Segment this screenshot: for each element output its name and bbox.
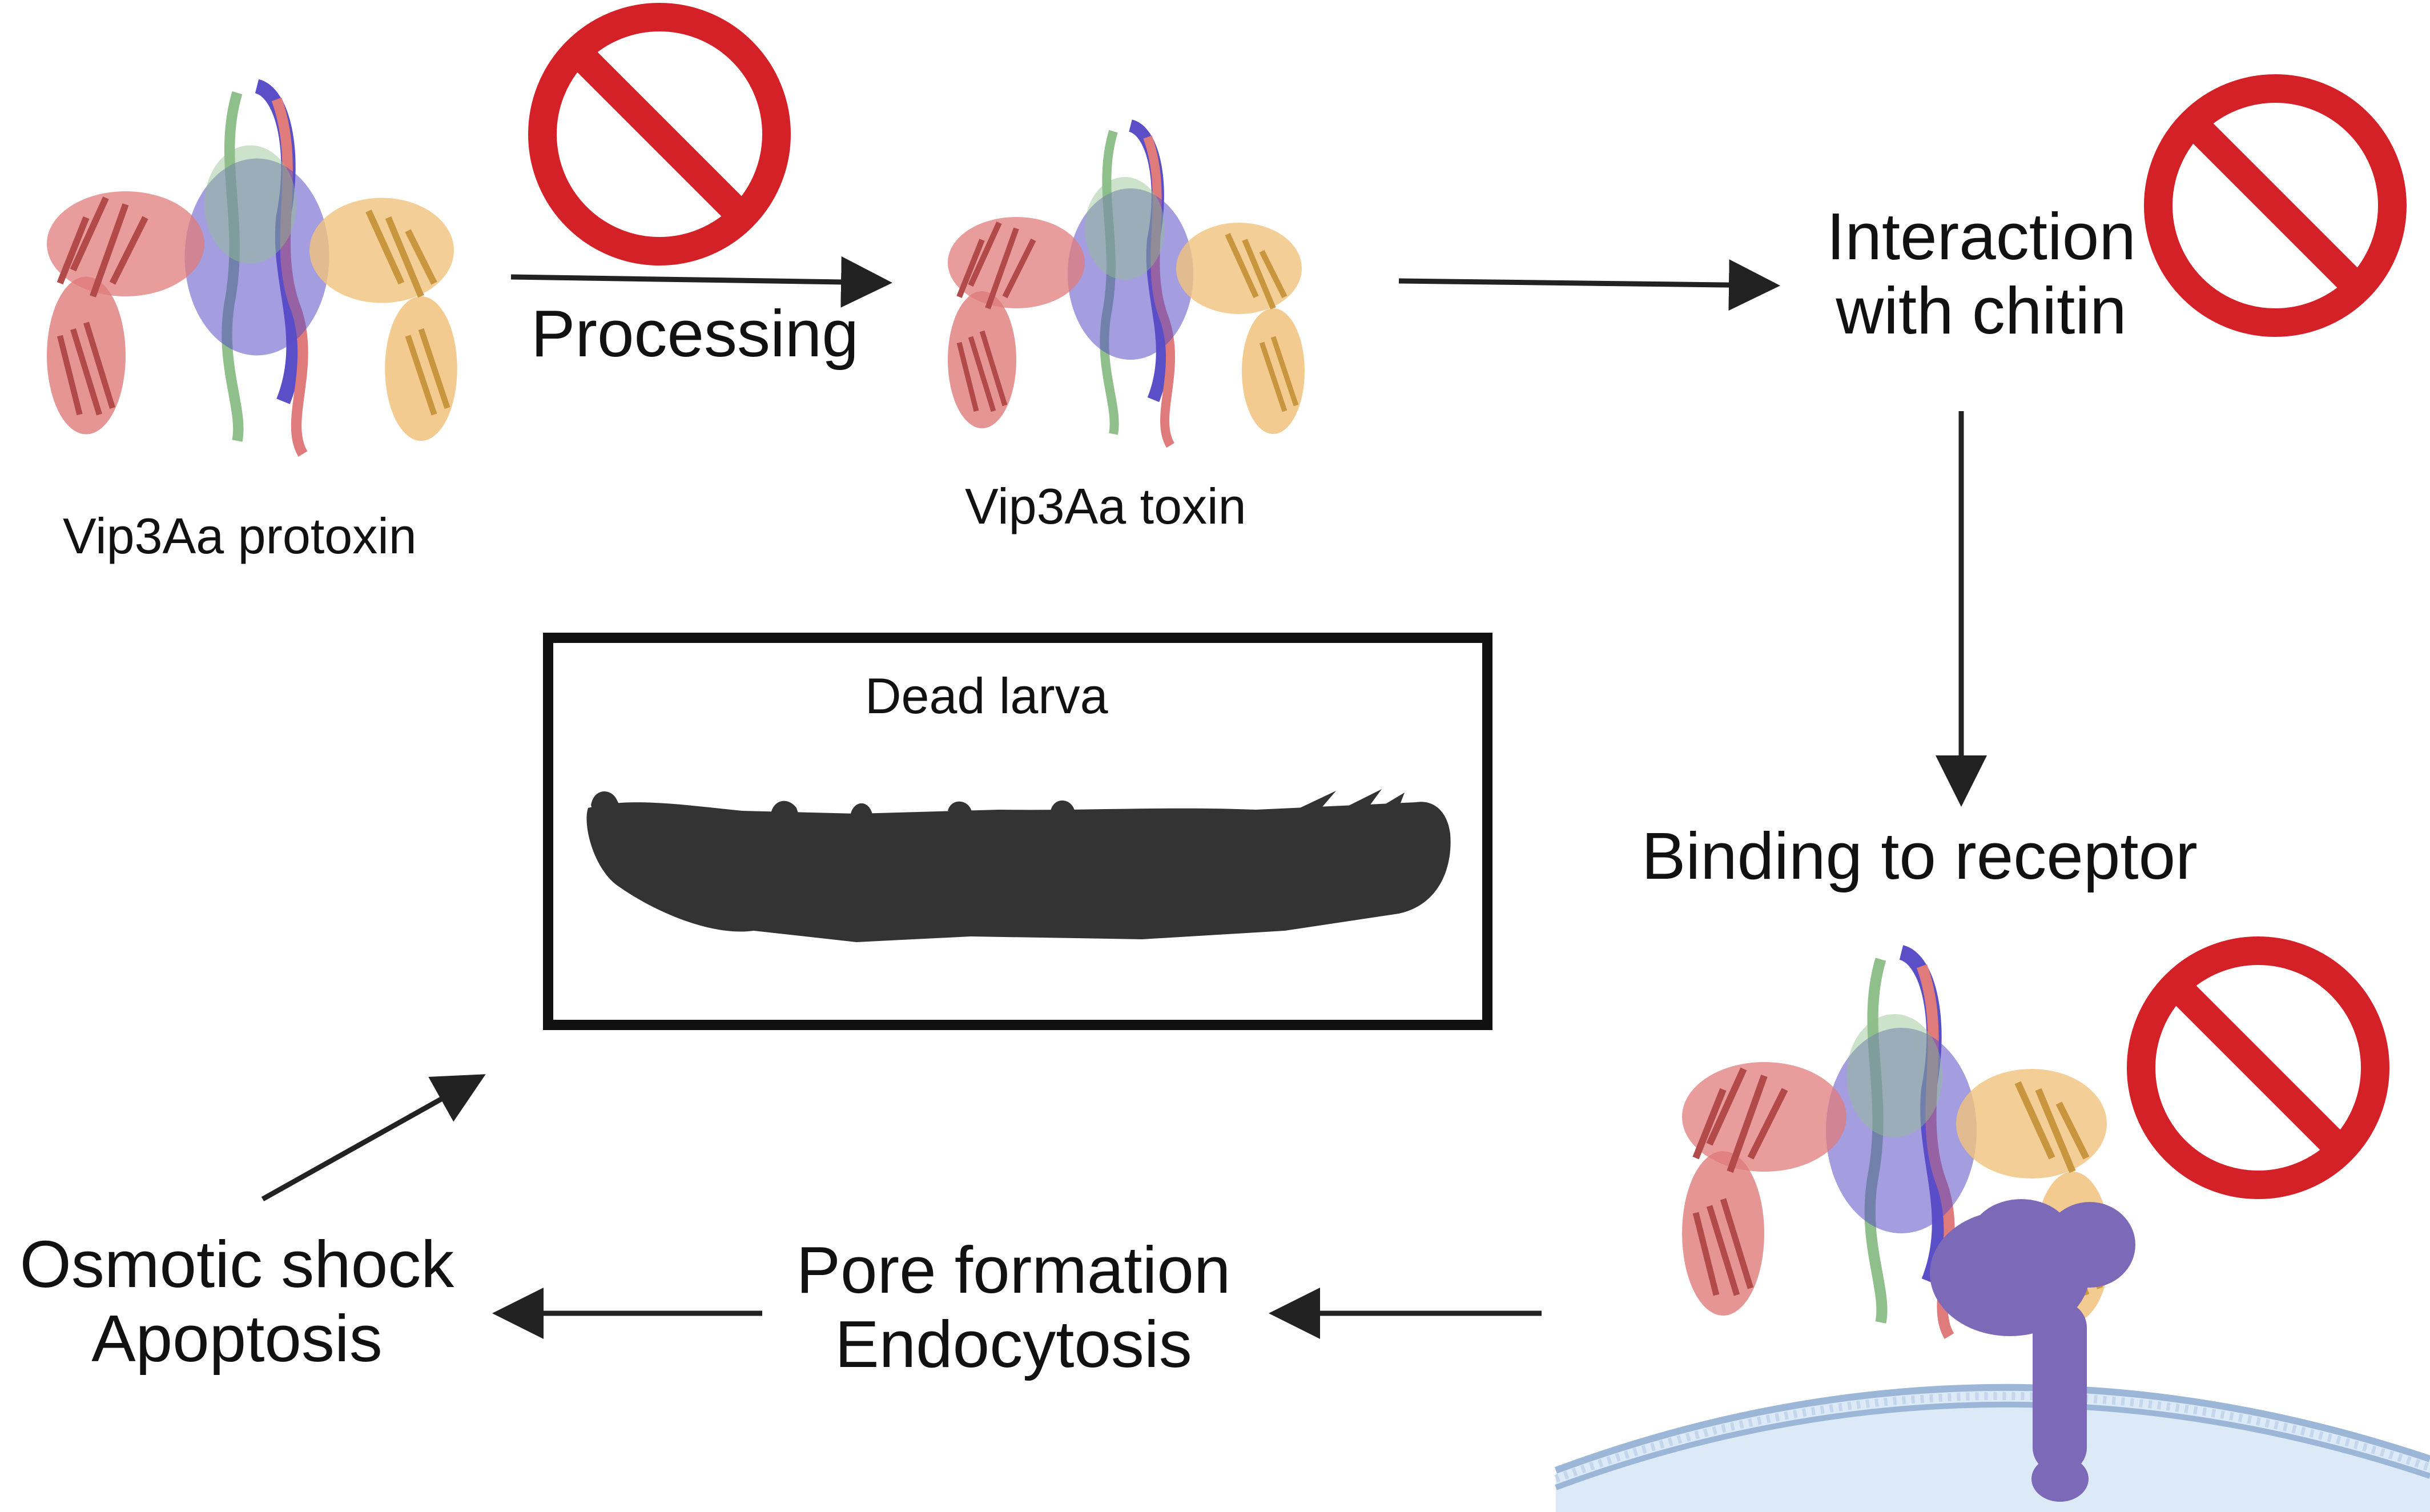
pore-line2: Endocytosis bbox=[835, 1306, 1192, 1381]
protoxin-label: Vip3Aa protoxin bbox=[63, 508, 417, 564]
pore-label: Pore formation Endocytosis bbox=[771, 1233, 1256, 1382]
dead-larva-label: Dead larva bbox=[865, 667, 1108, 724]
osmotic-line1: Osmotic shock bbox=[19, 1227, 454, 1301]
arrow-to-chitin bbox=[1398, 259, 1780, 311]
toxin-structure-icon bbox=[948, 126, 1305, 445]
arrow-processing bbox=[510, 256, 892, 308]
prohibited-icon-receptor bbox=[2141, 951, 2375, 1185]
chitin-line1: Interaction bbox=[1826, 199, 2136, 274]
chitin-line2: with chitin bbox=[1836, 273, 2127, 348]
toxin-label: Vip3Aa toxin bbox=[965, 478, 1246, 534]
prohibited-icon-chitin bbox=[2158, 89, 2392, 323]
chitin-label: Interaction with chitin bbox=[1810, 199, 2153, 348]
pore-line1: Pore formation bbox=[796, 1233, 1231, 1307]
arrow-to-larva bbox=[261, 1074, 486, 1201]
osmotic-line2: Apoptosis bbox=[91, 1301, 383, 1376]
protoxin-structure-icon bbox=[47, 86, 457, 454]
receptor-label: Binding to receptor bbox=[1642, 819, 2198, 893]
prohibited-icon-processing bbox=[542, 17, 777, 251]
larva-silhouette-icon bbox=[586, 789, 1451, 942]
processing-label: Processing bbox=[531, 296, 859, 371]
osmotic-label: Osmotic shock Apoptosis bbox=[6, 1227, 468, 1376]
cell-membrane-icon bbox=[1554, 1384, 2430, 1512]
receptor-icon bbox=[1930, 1199, 2135, 1502]
